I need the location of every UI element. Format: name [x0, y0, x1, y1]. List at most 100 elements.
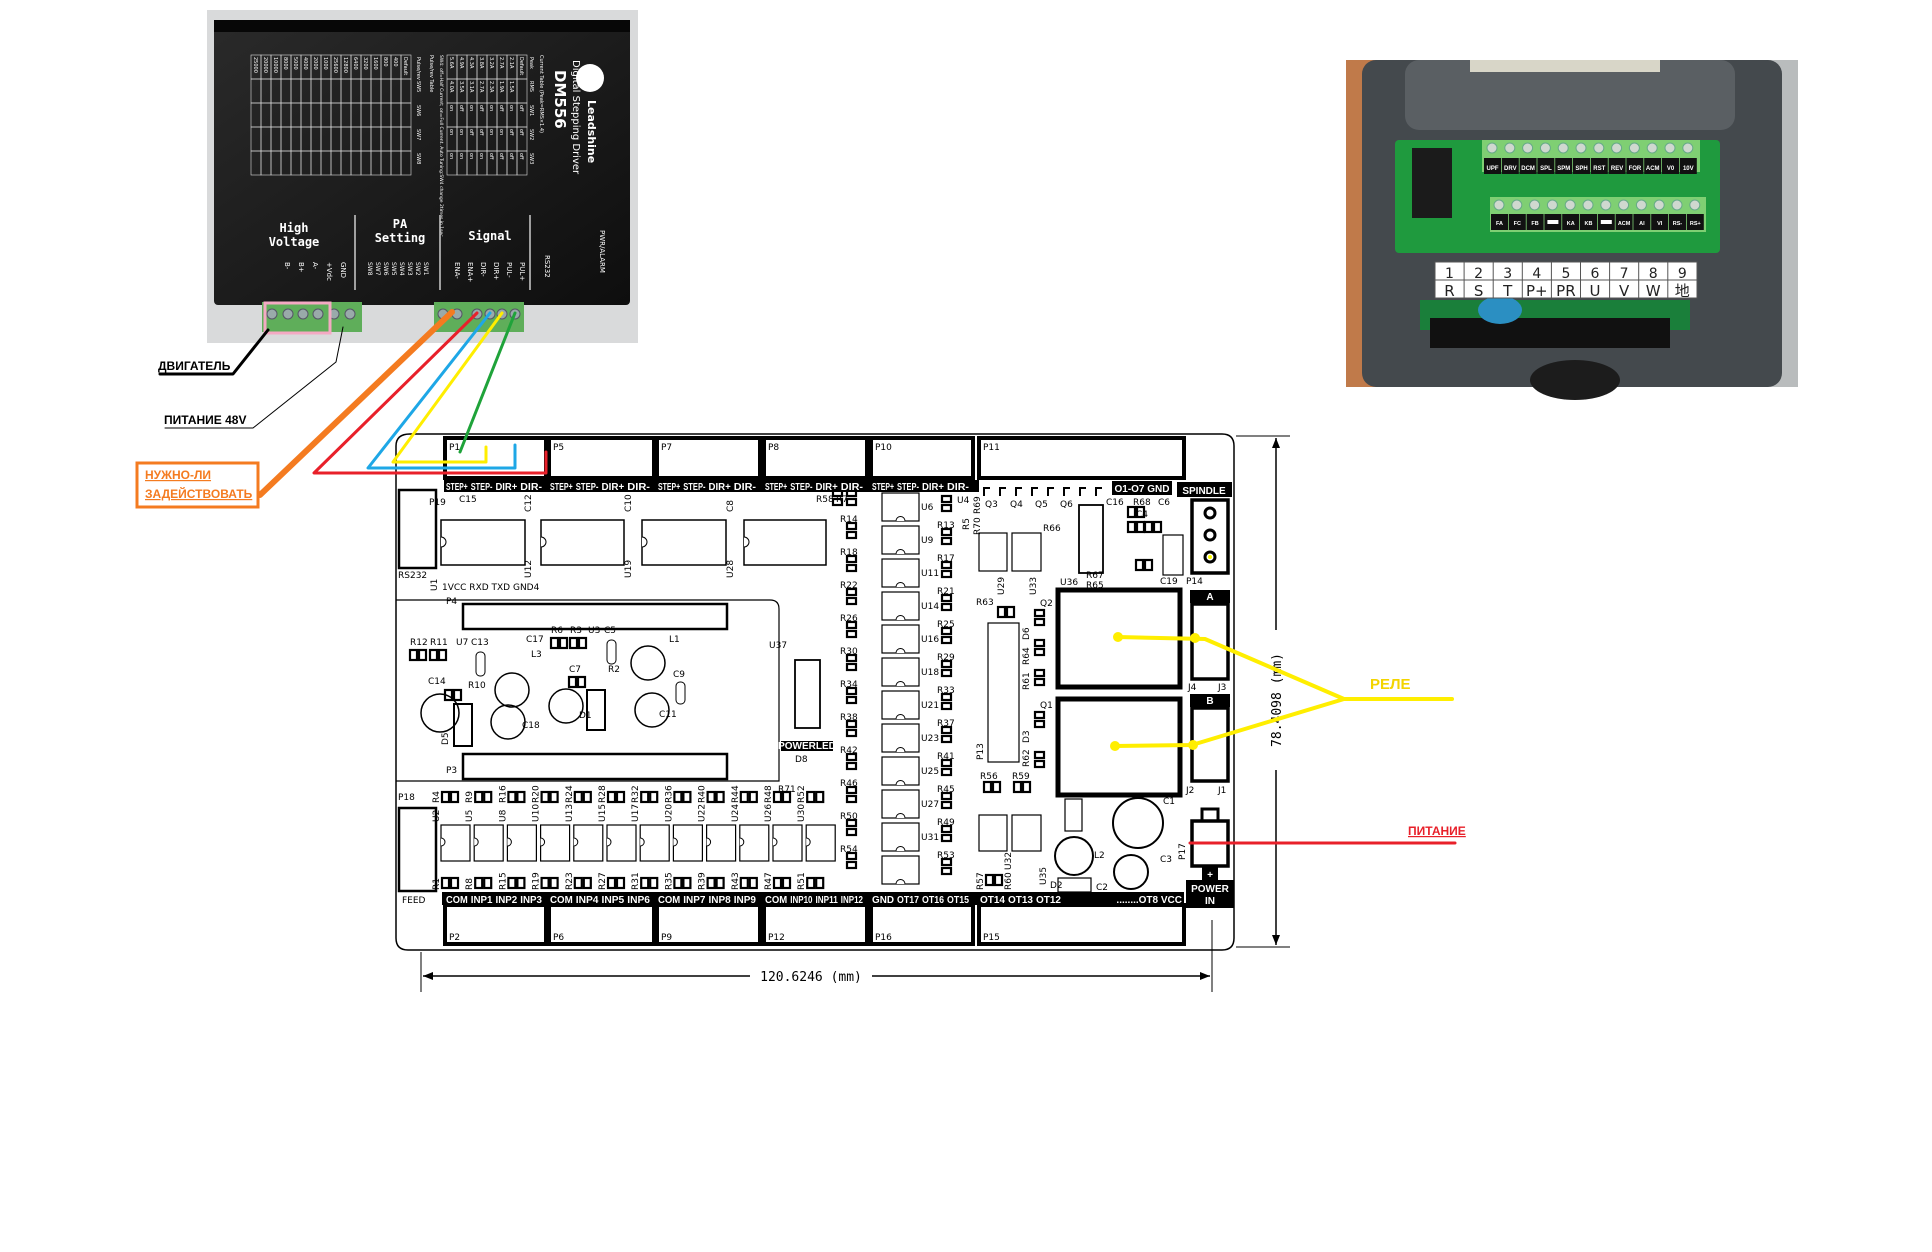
component-label: R10	[468, 681, 486, 691]
component	[978, 532, 1008, 572]
inverter-lower-terminal-label: FB	[1531, 221, 1538, 227]
component-label: C13	[471, 638, 489, 648]
relay-pointer-a	[1116, 635, 1454, 701]
pad	[673, 876, 683, 890]
driver-text: 10000	[272, 57, 278, 73]
top-pin-label: STEP+	[550, 482, 573, 493]
inverter-upper-terminal-label: DRV	[1504, 166, 1517, 172]
power48-label: ПИТАНИЕ 48V	[164, 413, 246, 427]
component-label: R11	[430, 638, 448, 648]
driver-text: 1000	[322, 57, 328, 70]
driver-text: Digital Stepping Driver	[570, 60, 581, 175]
top-pin-label: STEP+	[446, 482, 468, 493]
inverter-terminal-number: 5	[1561, 266, 1570, 282]
bottom-pin-label: COM	[658, 895, 680, 906]
component-label: P19	[429, 498, 446, 508]
component-label: R71	[778, 785, 796, 795]
pad	[549, 636, 560, 650]
pad	[474, 876, 484, 890]
component-label: R2	[608, 665, 620, 675]
power-in-label: POWER	[1191, 884, 1230, 895]
component-label: U19	[624, 560, 634, 578]
component-label: Q1	[1040, 701, 1053, 711]
relay-terminal-b-label: B	[1206, 696, 1213, 707]
driver-text: 8000	[282, 57, 288, 70]
driver-text: Leadshine	[585, 100, 598, 163]
driver-text: RMS	[528, 81, 534, 92]
bottom-pin-label: INP10	[790, 895, 813, 906]
driver-text: off	[478, 105, 484, 112]
component-label: Q2	[1040, 599, 1053, 609]
pad	[1143, 558, 1154, 572]
pad	[748, 876, 758, 890]
component-label: R54	[840, 845, 858, 855]
component-label: R3	[570, 626, 582, 636]
pad	[991, 780, 1002, 794]
pad	[845, 563, 858, 573]
driver-text: off	[518, 129, 524, 136]
pad	[606, 790, 617, 804]
driver-text: 3.8A	[478, 57, 484, 69]
pad	[1033, 750, 1046, 760]
pad	[649, 876, 659, 890]
driver-text: SW3	[528, 153, 534, 164]
rs232-pins-label: 1VCC RXD TXD GND4	[442, 583, 540, 593]
component-label: C17	[526, 635, 544, 645]
terminal-screw-icon	[312, 308, 324, 320]
bottom-connector-label: P12	[768, 933, 785, 943]
inverter-upper-terminal-label: 10V	[1683, 166, 1694, 172]
pad	[940, 824, 953, 834]
component-label: R16	[498, 785, 508, 803]
component-label: D3	[1022, 730, 1032, 743]
component-label: U22	[698, 804, 708, 822]
component-label: U8	[498, 809, 508, 822]
pad	[1033, 638, 1046, 648]
driver-text: SW5	[390, 262, 397, 276]
top-pin-label: STEP+	[658, 482, 680, 493]
component-label: U21	[921, 701, 939, 711]
pad	[483, 790, 493, 804]
top-pin-label: STEP-	[576, 482, 599, 493]
pad	[982, 780, 993, 794]
component-label: C2	[1096, 883, 1108, 893]
driver-text: SW5	[415, 81, 421, 92]
inverter-upper-terminal-label: UPF	[1487, 166, 1499, 172]
pad	[739, 876, 749, 890]
pad	[576, 675, 587, 689]
component-label: R49	[937, 818, 955, 828]
pad	[940, 767, 953, 777]
pad	[772, 790, 783, 804]
pad	[558, 636, 569, 650]
component-label: R63	[976, 598, 994, 608]
component-label: U7	[456, 638, 468, 648]
bottom-pin-label: INP8	[709, 895, 732, 906]
top-pin-label: DIR+	[922, 482, 944, 493]
pad	[845, 587, 858, 597]
driver-text: 1.5A	[508, 81, 514, 93]
pad	[845, 695, 858, 705]
ot8-vcc-label: ........OT8 VCC	[1116, 895, 1182, 906]
component-label: Q4	[1010, 500, 1023, 510]
pad	[567, 675, 578, 689]
component	[978, 814, 1008, 852]
top-connector-label: P7	[661, 443, 672, 453]
component-label: U25	[921, 767, 939, 777]
driver-text: off	[468, 129, 474, 136]
component-label: U26	[764, 804, 774, 822]
inverter-lower-terminal-label: KA	[1567, 221, 1575, 227]
pad	[940, 791, 953, 801]
power-label: ПИТАНИЕ	[1408, 824, 1466, 838]
component-label: U18	[921, 668, 939, 678]
top-pin-label: DIR+	[709, 482, 731, 493]
pad	[845, 497, 858, 507]
driver-text: SW8	[366, 262, 373, 276]
top-pin-label: DIR+	[496, 482, 518, 493]
red-wire	[312, 311, 548, 475]
pad	[772, 876, 783, 890]
bottom-pin-label: INP4	[576, 895, 599, 906]
bottom-pin-label: COM	[765, 895, 787, 906]
pad	[582, 790, 592, 804]
component-label: C3	[1160, 855, 1172, 865]
